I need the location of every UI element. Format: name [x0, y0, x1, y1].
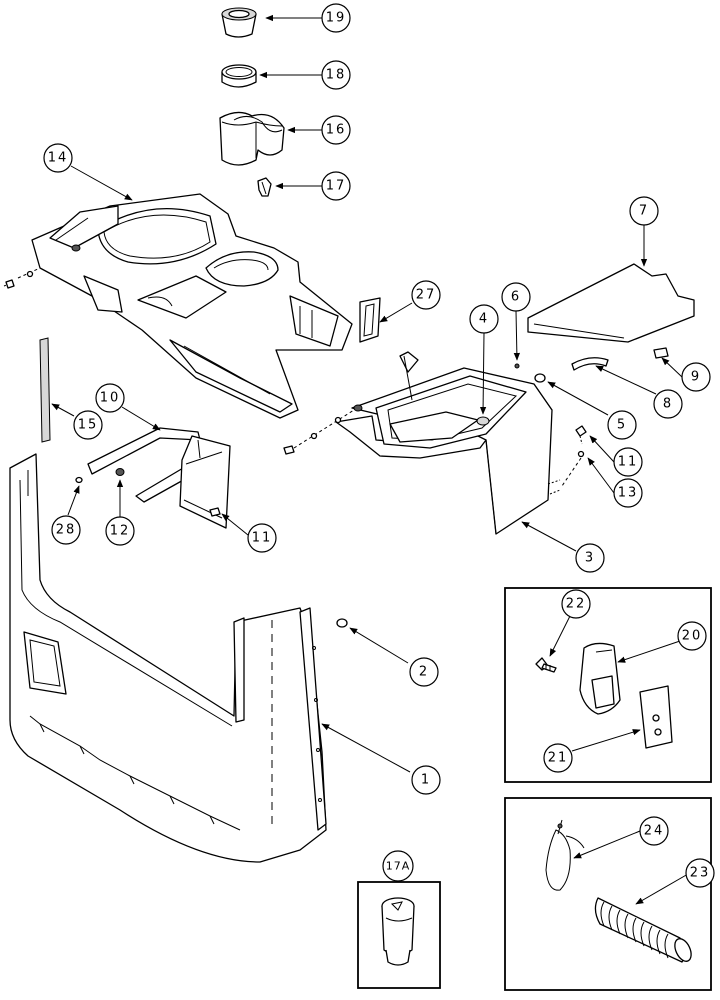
callout-6: 6 [501, 282, 531, 312]
part-5-plug [534, 373, 546, 383]
callout-11-upper: 11 [613, 447, 643, 477]
callout-3: 3 [575, 543, 605, 573]
svg-text:28: 28 [56, 523, 77, 538]
callout-15: 15 [73, 410, 103, 440]
callout-5: 5 [607, 410, 637, 440]
svg-text:24: 24 [644, 824, 665, 839]
callout-20: 20 [677, 621, 707, 651]
callout-11-lower: 11 [247, 523, 277, 553]
svg-text:2: 2 [419, 665, 429, 680]
part-7-cover-panel [527, 263, 695, 343]
callout-10: 10 [95, 383, 125, 413]
part-3-lower-console [335, 351, 561, 535]
callout-2: 2 [409, 657, 439, 687]
svg-text:19: 19 [326, 11, 347, 26]
part-20-hook [579, 642, 621, 715]
part-22-screw [535, 657, 557, 673]
part-10-bracket [87, 427, 231, 529]
svg-text:16: 16 [326, 123, 347, 138]
callout-28: 28 [51, 515, 81, 545]
callout-21: 21 [543, 743, 573, 773]
part-18-ring [221, 64, 257, 88]
svg-text:20: 20 [682, 629, 703, 644]
callout-12: 12 [105, 516, 135, 546]
svg-text:4: 4 [479, 312, 489, 327]
svg-text:22: 22 [566, 597, 587, 612]
part-16-cup-holder [219, 111, 285, 166]
part-6-grommet [514, 363, 520, 369]
part-8-strip [571, 357, 609, 371]
callout-19: 19 [321, 3, 351, 33]
svg-text:11: 11 [252, 531, 273, 546]
part-17-clip [257, 177, 272, 197]
part-15-strip [39, 337, 51, 443]
callout-8: 8 [653, 389, 683, 419]
svg-text:27: 27 [416, 288, 437, 303]
svg-text:5: 5 [617, 418, 627, 433]
part-24-strap [545, 819, 585, 891]
callout-24: 24 [639, 816, 669, 846]
callout-27: 27 [411, 280, 441, 310]
part-3-fasteners [561, 425, 587, 487]
svg-text:18: 18 [326, 68, 347, 83]
callout-14: 14 [43, 143, 73, 173]
svg-text:14: 14 [48, 151, 69, 166]
part-23-spring [594, 897, 692, 963]
svg-text:6: 6 [511, 290, 521, 305]
callout-9: 9 [681, 362, 711, 392]
part-27-latch [359, 297, 381, 343]
svg-text:13: 13 [618, 486, 639, 501]
callout-16: 16 [321, 115, 351, 145]
callout-1: 1 [411, 765, 441, 795]
svg-text:11: 11 [618, 455, 639, 470]
callout-18: 18 [321, 60, 351, 90]
callout-13: 13 [613, 478, 643, 508]
part-9-pad [653, 347, 669, 359]
svg-text:17A: 17A [386, 860, 411, 873]
svg-text:10: 10 [100, 391, 121, 406]
svg-text:8: 8 [663, 397, 673, 412]
callout-17: 17 [321, 171, 351, 201]
svg-text:15: 15 [78, 418, 99, 433]
svg-text:21: 21 [548, 751, 569, 766]
part-14-upper-console [31, 193, 353, 419]
part-3-side-fasteners [283, 404, 363, 455]
callout-17a: 17A [382, 850, 414, 882]
part-2-screw [336, 618, 348, 628]
svg-text:1: 1 [421, 773, 431, 788]
part-19-cup-sleeve [221, 7, 257, 38]
part-10-fasteners [75, 468, 221, 517]
callout-23: 23 [685, 858, 715, 888]
svg-text:3: 3 [585, 551, 595, 566]
part-14-fasteners [3, 267, 41, 289]
svg-text:23: 23 [690, 866, 711, 881]
svg-text:9: 9 [691, 370, 701, 385]
part-17a-socket [381, 897, 415, 966]
callout-22: 22 [561, 589, 591, 619]
callout-4: 4 [469, 304, 499, 334]
part-1-side-shroud [9, 453, 327, 863]
part-21-plate [639, 685, 673, 749]
svg-text:17: 17 [326, 179, 347, 194]
svg-text:7: 7 [639, 204, 649, 219]
callout-7: 7 [629, 196, 659, 226]
svg-text:12: 12 [110, 524, 131, 539]
leader-lines [51, 14, 689, 905]
